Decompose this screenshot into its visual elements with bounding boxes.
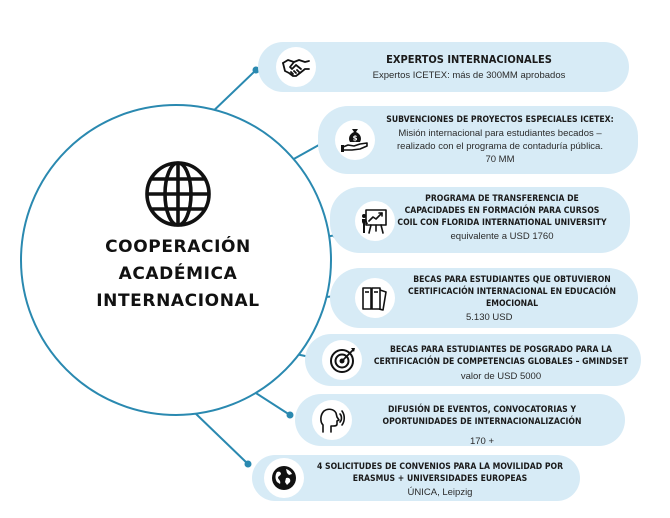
item-text: 4 SOLICITUDES DE CONVENIOS PARA LA MOVIL… [310, 461, 570, 499]
item-card-programa-coil: PROGRAMA DE TRANSFERENCIA DE CAPACIDADES… [330, 187, 630, 253]
item-title: 4 SOLICITUDES DE CONVENIOS PARA LA MOVIL… [316, 462, 564, 484]
item-card-becas-educacion-emocional: BECAS PARA ESTUDIANTES QUE OBTUVIERON CE… [330, 268, 638, 328]
item-desc: Expertos ICETEX: más de 300MM aprobados [372, 70, 566, 81]
central-hub-circle: COOPERACIÓN ACADÉMICA INTERNACIONAL [20, 104, 332, 416]
item-card-becas-gmindset: BECAS PARA ESTUDIANTES DE POSGRADO PARA … [305, 334, 641, 386]
handshake-icon [282, 59, 310, 77]
item-desc: equivalente a USD 1760 [450, 231, 554, 242]
globe-icon [145, 161, 211, 227]
presentation-board-icon [362, 209, 387, 234]
item-text: SUBVENCIONES DE PROYECTOS ESPECIALES ICE… [380, 114, 620, 166]
item-title: SUBVENCIONES DE PROYECTOS ESPECIALES ICE… [386, 115, 614, 125]
speaking-head-icon [320, 408, 346, 433]
item-icon-circle [312, 400, 352, 440]
hub-title-line-3: INTERNACIONAL [96, 291, 260, 311]
item-icon-circle [355, 278, 395, 318]
books-icon [362, 287, 387, 311]
item-icon-circle [264, 458, 304, 498]
connector-dot-1 [252, 66, 260, 74]
item-card-expertos: EXPERTOS INTERNACIONALES Expertos ICETEX… [258, 42, 629, 92]
item-title: BECAS PARA ESTUDIANTES DE POSGRADO PARA … [373, 345, 629, 367]
item-card-subvenciones: $ SUBVENCIONES DE PROYECTOS ESPECIALES I… [318, 106, 638, 174]
item-text: PROGRAMA DE TRANSFERENCIA DE CAPACIDADES… [372, 193, 632, 243]
hub-title: COOPERACIÓN ACADÉMICA INTERNACIONAL [52, 234, 304, 315]
item-text: DIFUSIÓN DE EVENTOS, CONVOCATORIAS Y OPO… [351, 404, 613, 448]
hub-title-line-2: ACADÉMICA [118, 264, 238, 284]
item-desc: 5.130 USD [466, 312, 513, 323]
item-text: EXPERTOS INTERNACIONALES Expertos ICETEX… [324, 52, 614, 82]
item-icon-circle [355, 201, 395, 241]
item-desc: valor de USD 5000 [460, 371, 542, 382]
hub-title-line-1: COOPERACIÓN [105, 237, 251, 257]
globe-icon [272, 466, 296, 490]
item-title: PROGRAMA DE TRANSFERENCIA DE CAPACIDADES… [397, 194, 607, 228]
item-title: BECAS PARA ESTUDIANTES QUE OBTUVIERON CE… [408, 275, 616, 309]
item-title: DIFUSIÓN DE EVENTOS, CONVOCATORIAS Y OPO… [382, 405, 582, 427]
item-desc: 170 + [469, 436, 495, 447]
item-icon-circle: $ [335, 120, 375, 160]
connector-line-7 [193, 411, 249, 465]
item-title: EXPERTOS INTERNACIONALES [386, 53, 552, 66]
money-bag-hand-icon: $ [341, 129, 368, 152]
item-card-difusion: DIFUSIÓN DE EVENTOS, CONVOCATORIAS Y OPO… [295, 394, 625, 448]
item-desc: Misión internacional para estudiantes be… [397, 128, 603, 165]
connector-dot-7 [244, 460, 252, 468]
connector-dot-6 [286, 411, 294, 419]
item-card-convenios-erasmus: 4 SOLICITUDES DE CONVENIOS PARA LA MOVIL… [252, 455, 580, 501]
item-icon-circle [322, 340, 362, 380]
target-icon [330, 348, 355, 373]
item-desc: ÚNICA, Leipzig [407, 487, 473, 498]
item-text: BECAS PARA ESTUDIANTES QUE OBTUVIERON CE… [392, 274, 632, 324]
svg-text:$: $ [353, 135, 358, 143]
item-icon-circle [276, 47, 316, 87]
item-text: BECAS PARA ESTUDIANTES DE POSGRADO PARA … [367, 344, 635, 383]
